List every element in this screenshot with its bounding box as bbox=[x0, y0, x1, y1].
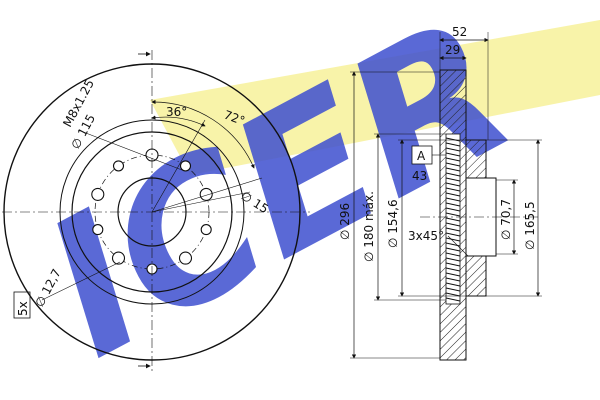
max-dia-label: ∅ 180 máx. bbox=[362, 191, 376, 262]
vent-fin-line bbox=[445, 262, 461, 267]
bolt-count-box bbox=[13, 291, 31, 319]
bolt-hole bbox=[111, 251, 126, 265]
vent-fin-line bbox=[445, 212, 461, 217]
width-52-label: 52 bbox=[452, 25, 467, 39]
chamfer-leader bbox=[447, 235, 469, 257]
offset-43-label: 43 bbox=[412, 169, 427, 183]
angle-36-label: 36° bbox=[166, 105, 187, 119]
vent-fin-line bbox=[445, 287, 461, 292]
threaded-hole bbox=[179, 160, 192, 172]
vent-fin-line bbox=[445, 217, 461, 222]
bolt-hole bbox=[178, 251, 193, 265]
leader-15 bbox=[151, 191, 251, 213]
vent-fin-line bbox=[445, 272, 461, 277]
vent-fin-line bbox=[445, 252, 461, 257]
vent-fin-line bbox=[445, 237, 461, 242]
bolt-hole bbox=[91, 187, 105, 201]
vent-fin-line bbox=[445, 257, 461, 262]
vent-fin-line bbox=[445, 157, 461, 162]
bolt-count-label: 5x bbox=[16, 301, 30, 316]
side-view bbox=[350, 32, 542, 361]
vent-fin-line bbox=[445, 192, 461, 197]
vent-fin-line bbox=[445, 202, 461, 207]
vent-fin-line bbox=[445, 187, 461, 192]
extension-lines bbox=[350, 71, 542, 359]
watermark-yellow-swoosh bbox=[150, 20, 600, 175]
datum-a-label: A bbox=[417, 149, 426, 163]
side-view-labels: 52 29 A 43 ∅ 296 ∅ 180 máx. ∅ 154,6 3x45… bbox=[338, 25, 537, 262]
vent-fin-line bbox=[445, 277, 461, 282]
vent-fin-line bbox=[445, 222, 461, 227]
vent-fin-line bbox=[445, 152, 461, 157]
vent-fin-line bbox=[445, 177, 461, 182]
vent-fin-line bbox=[445, 137, 461, 142]
vent-fin-line bbox=[445, 227, 461, 232]
chamfer-label: 3x45° bbox=[408, 229, 444, 243]
bore-dia-label: ∅ 70,7 bbox=[499, 199, 513, 240]
vent-fin-lines bbox=[445, 137, 461, 302]
vent-fin-line bbox=[445, 292, 461, 297]
angle-arc-72 bbox=[151, 99, 255, 169]
hat-dia-label: ∅ 154,6 bbox=[386, 199, 400, 248]
vent-fin-line bbox=[445, 167, 461, 172]
hub-dia-label: ∅ 165,5 bbox=[523, 201, 537, 250]
outer-dia-label: ∅ 296 bbox=[338, 203, 352, 240]
bolt-hole bbox=[199, 187, 213, 201]
vent-fin-line bbox=[445, 232, 461, 237]
vent-fin-line bbox=[445, 197, 461, 202]
threaded-hole bbox=[92, 224, 104, 236]
vent-fin-line bbox=[445, 142, 461, 147]
vent-fin-line bbox=[445, 172, 461, 177]
vent-fin-line bbox=[445, 282, 461, 287]
threaded-hole bbox=[112, 160, 125, 172]
threaded-hole bbox=[200, 224, 212, 236]
vent-fin-line bbox=[445, 247, 461, 252]
vent-fin-line bbox=[445, 147, 461, 152]
vent-fin-line bbox=[445, 162, 461, 167]
vent-fins bbox=[445, 133, 461, 305]
vent-fin-line bbox=[445, 297, 461, 302]
leader-72 bbox=[151, 177, 263, 213]
angle-72-label: 72° bbox=[222, 108, 247, 128]
vent-fin-line bbox=[445, 182, 461, 187]
vent-fin-line bbox=[445, 207, 461, 212]
vent-fin-line bbox=[445, 267, 461, 272]
width-29-label: 29 bbox=[445, 43, 460, 57]
front-view bbox=[2, 50, 310, 372]
leader-bolt bbox=[41, 261, 121, 301]
